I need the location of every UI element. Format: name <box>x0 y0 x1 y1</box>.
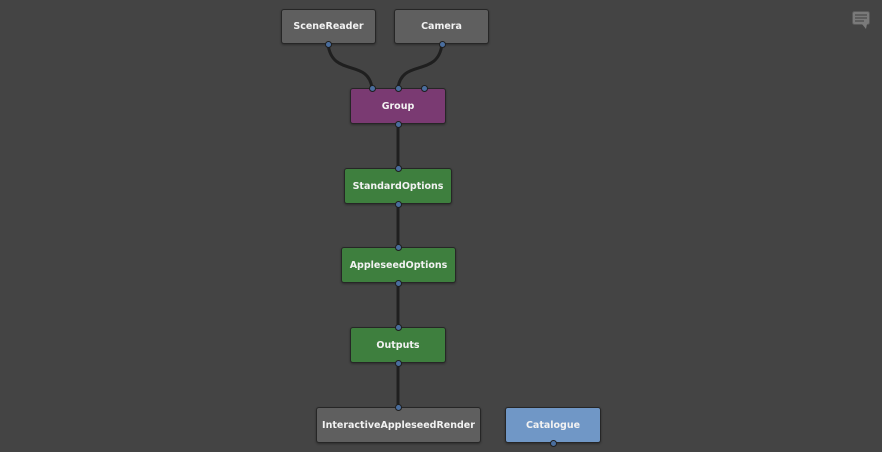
camera-out-plug[interactable] <box>438 40 446 48</box>
standardoptions-out-plug[interactable] <box>394 200 402 208</box>
node-catalogue[interactable]: Catalogue <box>505 407 601 443</box>
node-interactiveappleseedrender[interactable]: InteractiveAppleseedRender <box>316 407 481 443</box>
appleseedoptions-in-plug[interactable] <box>394 243 402 251</box>
node-outputs[interactable]: Outputs <box>350 327 446 363</box>
node-label: Catalogue <box>525 419 581 431</box>
node-label: InteractiveAppleseedRender <box>322 419 475 431</box>
standardoptions-in-plug[interactable] <box>394 164 402 172</box>
node-group[interactable]: Group <box>350 88 446 124</box>
group-in-plug-2[interactable] <box>420 84 428 92</box>
node-scenereader[interactable]: SceneReader <box>281 9 376 44</box>
node-camera[interactable]: Camera <box>394 9 489 44</box>
outputs-out-plug[interactable] <box>394 359 402 367</box>
node-label: Group <box>381 100 415 112</box>
node-label: Outputs <box>376 339 420 351</box>
node-label: SceneReader <box>293 21 364 32</box>
node-label: Camera <box>421 21 462 32</box>
node-label: AppleseedOptions <box>349 259 448 271</box>
group-in-plug-0[interactable] <box>368 84 376 92</box>
node-standardoptions[interactable]: StandardOptions <box>344 168 452 204</box>
wire-scenereader-to-group[interactable] <box>326 43 374 89</box>
speech-bubble-icon[interactable] <box>852 11 870 31</box>
group-in-plug-1[interactable] <box>394 84 402 92</box>
appleseedoptions-out-plug[interactable] <box>394 279 402 287</box>
catalogue-out-plug[interactable] <box>549 439 557 447</box>
node-label: StandardOptions <box>352 180 444 192</box>
scenereader-out-plug[interactable] <box>324 40 332 48</box>
group-out-plug[interactable] <box>394 120 402 128</box>
wire-camera-to-group[interactable] <box>396 43 444 89</box>
outputs-in-plug[interactable] <box>394 323 402 331</box>
interactiverender-in-plug[interactable] <box>394 403 402 411</box>
node-appleseedoptions[interactable]: AppleseedOptions <box>341 247 456 283</box>
